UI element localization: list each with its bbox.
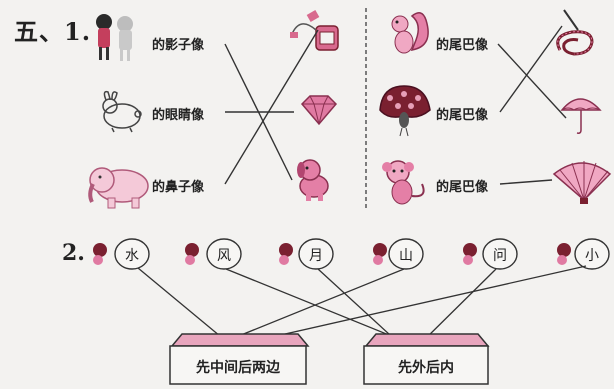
char-4: 山 bbox=[399, 248, 413, 264]
char-5: 问 bbox=[493, 248, 507, 264]
character-ovals bbox=[114, 238, 610, 270]
squirrel-icon bbox=[391, 12, 429, 54]
house-label-2: 先外后内 bbox=[398, 360, 454, 376]
oval-3 bbox=[298, 238, 334, 270]
right-label-2: 的尾巴像 bbox=[436, 108, 489, 123]
house-2-graphic bbox=[363, 333, 490, 385]
girl-shadow-icon bbox=[96, 14, 133, 61]
house-1-graphic bbox=[169, 333, 310, 385]
part1-answer-lines bbox=[224, 25, 567, 185]
left-label-3: 的鼻子像 bbox=[152, 180, 205, 195]
monkey-icon bbox=[382, 160, 425, 205]
char-6: 小 bbox=[585, 248, 599, 264]
crab-icon-5 bbox=[463, 243, 477, 265]
left-label-1: 的影子像 bbox=[152, 38, 205, 53]
left-label-2: 的眼睛像 bbox=[152, 108, 205, 123]
crab-icon-3 bbox=[279, 243, 293, 265]
hair-dryer-icon bbox=[290, 10, 339, 51]
elephant-icon bbox=[88, 167, 149, 209]
part2-number: 2. bbox=[62, 240, 85, 266]
crab-icon-4 bbox=[373, 243, 387, 265]
umbrella-icon bbox=[560, 98, 602, 134]
part2-decorations bbox=[93, 243, 571, 265]
right-label-3: 的尾巴像 bbox=[436, 180, 489, 195]
oval-4 bbox=[388, 238, 424, 270]
crab-icon-6 bbox=[557, 243, 571, 265]
oval-2 bbox=[206, 238, 242, 270]
peacock-icon bbox=[379, 85, 431, 137]
dog-icon bbox=[297, 159, 329, 201]
fan-icon bbox=[552, 161, 612, 204]
house-label-1: 先中间后两边 bbox=[196, 360, 280, 376]
rope-icon bbox=[556, 9, 594, 56]
part2-answer-lines bbox=[137, 265, 587, 347]
diamond-icon bbox=[300, 95, 338, 126]
crab-icon-2 bbox=[185, 243, 199, 265]
oval-5 bbox=[482, 238, 518, 270]
char-3: 月 bbox=[309, 248, 323, 264]
oval-6 bbox=[574, 238, 610, 270]
right-label-1: 的尾巴像 bbox=[436, 38, 489, 53]
char-1: 水 bbox=[125, 248, 139, 264]
char-2: 风 bbox=[217, 248, 231, 264]
section-header: 五、1. bbox=[14, 17, 92, 46]
crab-icon-1 bbox=[93, 243, 107, 265]
oval-1 bbox=[114, 238, 150, 270]
rabbit-icon bbox=[102, 90, 142, 133]
